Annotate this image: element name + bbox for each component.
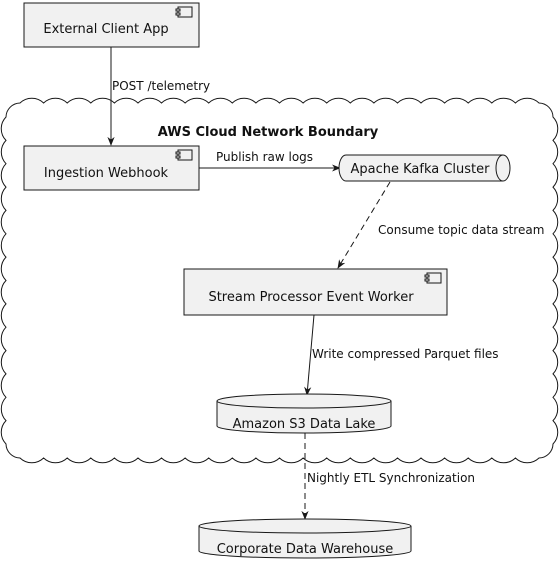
edge-consume-line <box>337 181 391 269</box>
edge-consume-label: Consume topic data stream <box>378 223 544 237</box>
node-label: Corporate Data Warehouse <box>217 542 394 557</box>
edge-etl-label: Nightly ETL Synchronization <box>307 471 475 485</box>
edge-post-telemetry: POST /telemetry <box>107 47 210 146</box>
edge-write-parquet: Write compressed Parquet files <box>304 314 499 396</box>
boundary-title: AWS Cloud Network Boundary <box>158 125 379 140</box>
edge-publish-label: Publish raw logs <box>216 150 313 164</box>
node-label: External Client App <box>43 22 168 37</box>
component-icon <box>424 272 442 284</box>
node-label: Stream Processor Event Worker <box>208 290 414 305</box>
node-external-client-app[interactable]: External Client App <box>23 2 200 48</box>
component-icon <box>175 6 193 18</box>
component-icon <box>175 149 193 161</box>
edge-publish-raw-logs: Publish raw logs <box>199 150 341 172</box>
node-label: Ingestion Webhook <box>44 166 169 181</box>
node-apache-kafka-cluster[interactable]: Apache Kafka Cluster <box>338 154 511 182</box>
node-label: Amazon S3 Data Lake <box>233 417 376 432</box>
edge-nightly-etl: Nightly ETL Synchronization <box>301 433 475 520</box>
edge-post-label: POST /telemetry <box>112 79 210 93</box>
edge-write-label: Write compressed Parquet files <box>312 347 499 361</box>
node-ingestion-webhook[interactable]: Ingestion Webhook <box>23 145 200 191</box>
edge-write-line <box>304 314 315 396</box>
node-corporate-data-warehouse[interactable]: Corporate Data Warehouse <box>198 518 412 559</box>
edge-consume-topic: Consume topic data stream <box>337 181 544 269</box>
node-amazon-s3-data-lake[interactable]: Amazon S3 Data Lake <box>216 393 392 434</box>
node-label: Apache Kafka Cluster <box>350 162 490 177</box>
node-stream-processor[interactable]: Stream Processor Event Worker <box>183 268 448 316</box>
